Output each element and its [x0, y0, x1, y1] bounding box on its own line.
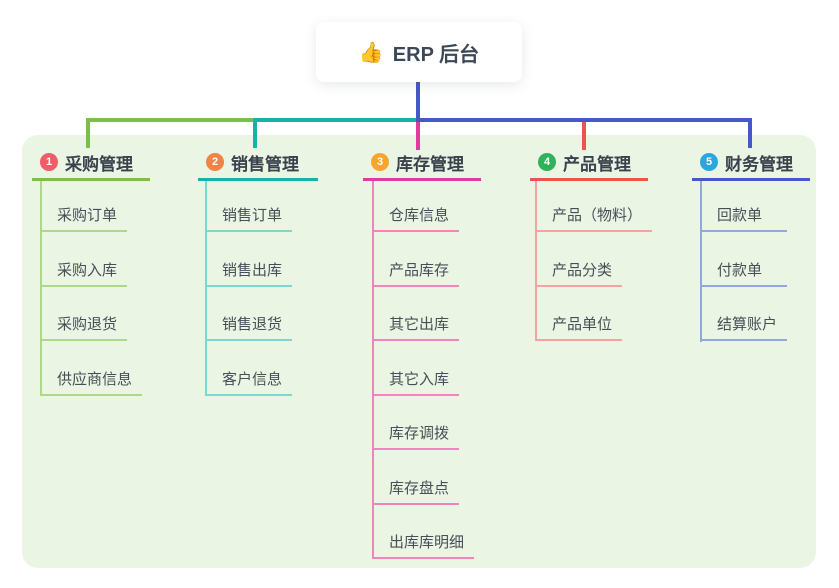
node-label: 销售订单 — [222, 207, 283, 224]
node-other-inbound[interactable]: 其它入库 — [372, 370, 460, 396]
connector-horizontal-blue — [416, 118, 752, 122]
node-receipt-order[interactable]: 回款单 — [700, 206, 787, 232]
badge-4-number: 4 — [543, 156, 551, 168]
branch-label-finance: 财务管理 — [725, 154, 793, 174]
connector-horizontal-green — [86, 118, 255, 122]
branch-header-finance[interactable]: 5 财务管理 — [692, 146, 810, 181]
node-product-material[interactable]: 产品（物料） — [535, 206, 653, 232]
node-label: 采购订单 — [57, 207, 118, 224]
connector-drop-product — [582, 122, 586, 150]
node-purchase-order[interactable]: 采购订单 — [40, 206, 128, 232]
badge-3-icon: 3 — [371, 153, 389, 171]
spine-product — [535, 178, 537, 341]
node-label: 出库库明细 — [389, 534, 465, 551]
badge-5-number: 5 — [705, 156, 713, 168]
badge-2-icon: 2 — [206, 153, 224, 171]
node-label: 回款单 — [717, 207, 763, 224]
node-customer-info[interactable]: 客户信息 — [205, 370, 293, 396]
node-label: 采购退货 — [57, 316, 118, 333]
node-product-unit[interactable]: 产品单位 — [535, 315, 623, 341]
node-label: 供应商信息 — [57, 371, 133, 388]
connector-horizontal-teal — [255, 118, 416, 122]
branch-label-sales: 销售管理 — [231, 154, 299, 174]
branch-header-sales[interactable]: 2 销售管理 — [198, 146, 318, 181]
badge-1-icon: 1 — [40, 153, 58, 171]
node-purchase-inbound[interactable]: 采购入库 — [40, 261, 128, 287]
node-stock-transfer[interactable]: 库存调拨 — [372, 424, 460, 450]
node-label: 产品分类 — [552, 262, 613, 279]
root-node-erp[interactable]: 👍 ERP 后台 — [316, 22, 522, 82]
branch-label-product: 产品管理 — [563, 154, 631, 174]
spine-finance — [700, 178, 702, 342]
node-supplier-info[interactable]: 供应商信息 — [40, 370, 143, 396]
badge-5-icon: 5 — [700, 153, 718, 171]
branch-label-purchase: 采购管理 — [65, 154, 133, 174]
node-sales-order[interactable]: 销售订单 — [205, 206, 293, 232]
node-outbound-detail[interactable]: 出库库明细 — [372, 533, 475, 559]
node-label: 仓库信息 — [389, 207, 450, 224]
node-label: 销售退货 — [222, 316, 283, 333]
node-other-outbound[interactable]: 其它出库 — [372, 315, 460, 341]
node-label: 结算账户 — [717, 316, 778, 333]
badge-2-number: 2 — [211, 156, 219, 168]
node-label: 其它出库 — [389, 316, 450, 333]
node-label: 产品库存 — [389, 262, 450, 279]
node-label: 客户信息 — [222, 371, 283, 388]
connector-drop-inventory — [416, 122, 420, 150]
node-label: 其它入库 — [389, 371, 450, 388]
node-stock-taking[interactable]: 库存盘点 — [372, 479, 460, 505]
node-product-stock[interactable]: 产品库存 — [372, 261, 460, 287]
spine-purchase — [40, 178, 42, 396]
branch-header-product[interactable]: 4 产品管理 — [530, 146, 648, 181]
root-node-label: ERP 后台 — [392, 43, 480, 66]
badge-1-number: 1 — [45, 156, 53, 168]
node-payment-order[interactable]: 付款单 — [700, 261, 787, 287]
connector-root-vertical — [416, 82, 420, 122]
branch-header-inventory[interactable]: 3 库存管理 — [363, 146, 481, 181]
node-label: 产品（物料） — [552, 207, 643, 224]
node-sales-outbound[interactable]: 销售出库 — [205, 261, 293, 287]
branch-header-purchase[interactable]: 1 采购管理 — [32, 146, 150, 181]
spine-sales — [205, 178, 207, 396]
node-purchase-return[interactable]: 采购退货 — [40, 315, 128, 341]
node-label: 付款单 — [717, 262, 763, 279]
node-label: 库存调拨 — [389, 425, 450, 442]
node-label: 产品单位 — [552, 316, 613, 333]
badge-4-icon: 4 — [538, 153, 556, 171]
node-warehouse-info[interactable]: 仓库信息 — [372, 206, 460, 232]
spine-inventory — [372, 178, 374, 559]
connector-drop-purchase — [86, 118, 90, 148]
node-label: 采购入库 — [57, 262, 118, 279]
node-settlement-account[interactable]: 结算账户 — [700, 315, 788, 341]
connector-drop-sales — [253, 118, 257, 148]
branch-label-inventory: 库存管理 — [396, 154, 464, 174]
branches-background-panel — [22, 135, 816, 568]
node-product-category[interactable]: 产品分类 — [535, 261, 623, 287]
node-label: 销售出库 — [222, 262, 283, 279]
connector-drop-finance — [748, 118, 752, 148]
thumbs-up-icon: 👍 — [358, 41, 384, 64]
badge-3-number: 3 — [376, 156, 384, 168]
node-label: 库存盘点 — [389, 480, 450, 497]
node-sales-return[interactable]: 销售退货 — [205, 315, 293, 341]
